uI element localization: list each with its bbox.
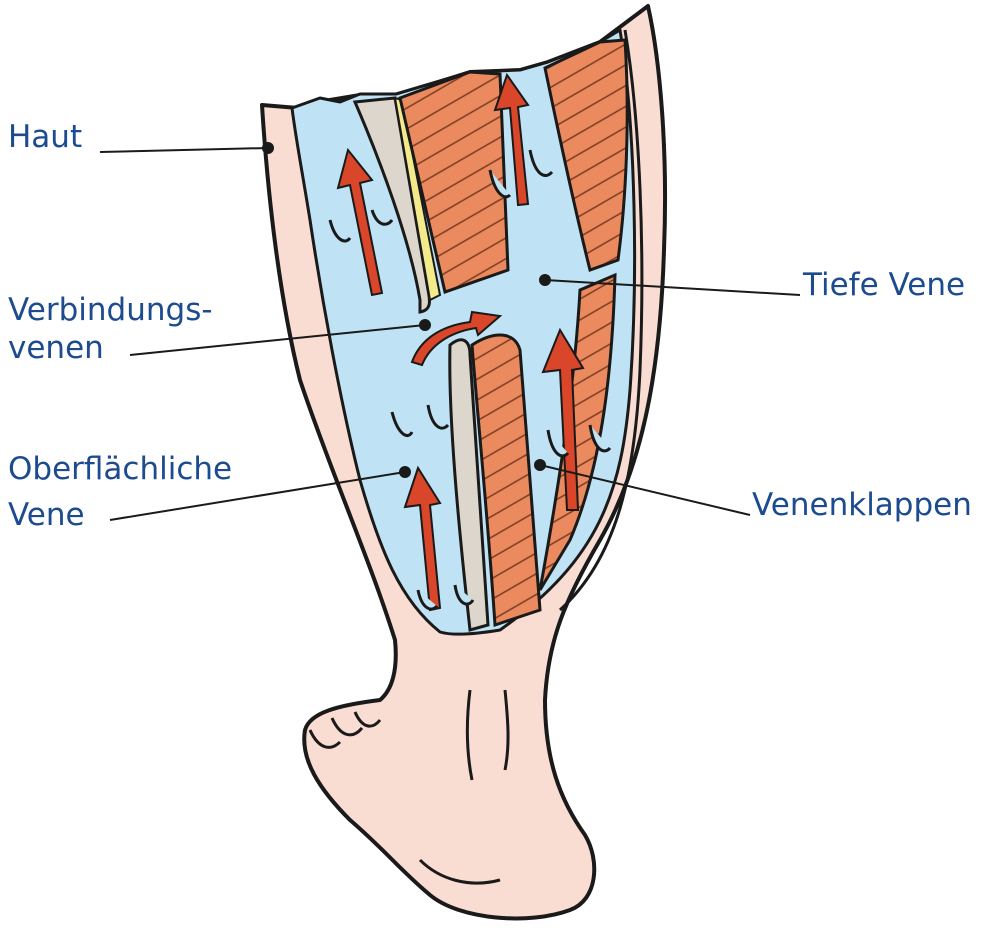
leader-dot-haut <box>263 143 273 153</box>
label-venenklappen: Venenklappen <box>752 487 972 523</box>
label-tiefe-vene: Tiefe Vene <box>802 267 965 303</box>
label-verbindungsvenen-1: Verbindungs- <box>8 292 213 328</box>
label-haut: Haut <box>8 119 82 155</box>
leader-haut <box>100 148 268 152</box>
leader-dot-oberflaechliche <box>400 467 410 477</box>
label-verbindungsvenen-2: venen <box>8 330 104 366</box>
label-oberflaechliche-2: Vene <box>8 497 85 533</box>
label-oberflaechliche-1: Oberflächliche <box>8 451 232 487</box>
leader-dot-verbindungsvenen <box>420 320 430 330</box>
leader-dot-venenklappen <box>535 460 545 470</box>
leader-dot-tiefe-vene <box>540 275 550 285</box>
